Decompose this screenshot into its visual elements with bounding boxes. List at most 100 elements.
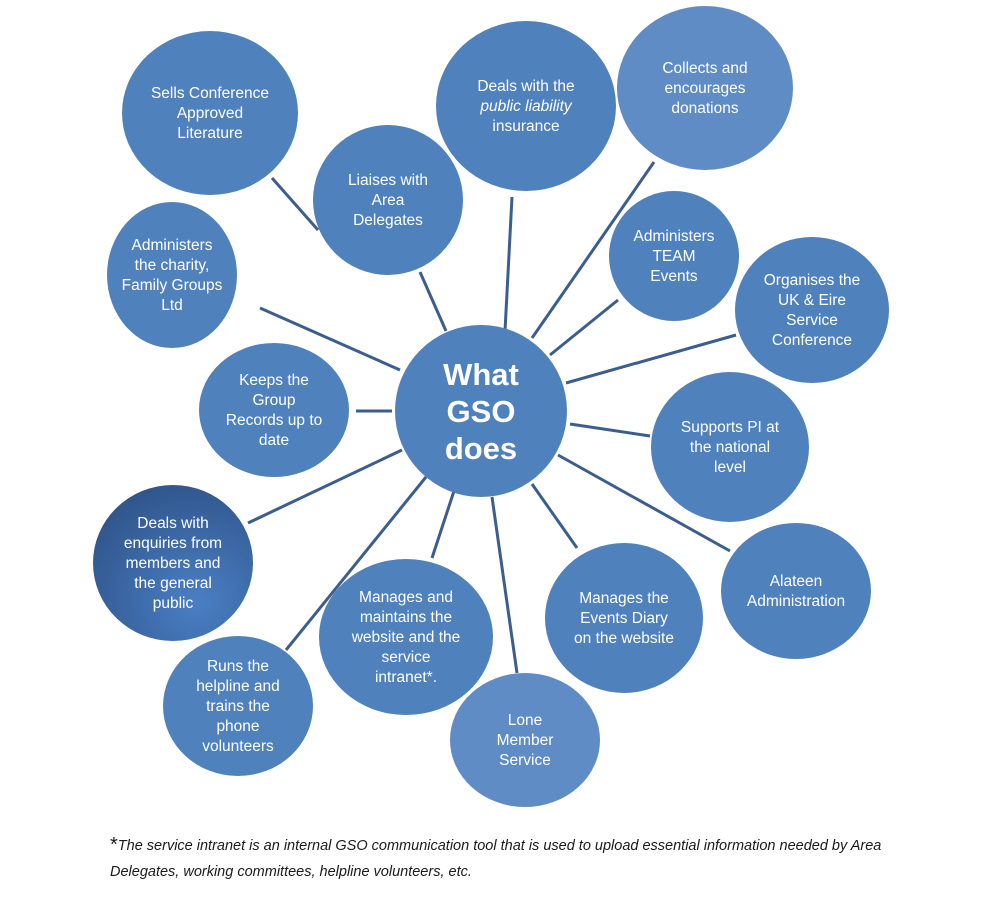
- node-label-line: TEAM: [652, 248, 695, 265]
- node-label-line: Delegates: [353, 212, 423, 229]
- connector-lines: [247, 161, 737, 674]
- node-label-line: Administration: [747, 593, 845, 610]
- node-label-line: Family Groups: [122, 277, 223, 294]
- node-label-line: UK & Eire: [778, 292, 846, 309]
- connector-helpline: [284, 476, 428, 651]
- node-label-line: Supports PI at: [681, 419, 780, 436]
- node-helpline: Runs the helpline and trains the phone volun…: [163, 636, 313, 776]
- node-circle-service-conference: [735, 237, 889, 383]
- connector-public-liability: [503, 196, 514, 332]
- connector-events-diary: [530, 483, 579, 549]
- node-label-line: intranet*.: [375, 669, 437, 686]
- node-label-line: Events Diary: [580, 610, 668, 627]
- node-label-line: Lone: [508, 712, 542, 729]
- node-label-line: donations: [671, 100, 738, 117]
- node-label-line: public: [153, 595, 194, 612]
- node-label-line: service: [381, 649, 430, 666]
- node-label-line: Approved: [177, 105, 243, 122]
- node-label-line: on the website: [574, 630, 674, 647]
- node-label-line: date: [259, 432, 289, 449]
- center-circle: [395, 325, 567, 497]
- node-circle-group-records: [199, 343, 349, 477]
- node-circle-events-diary: [545, 543, 703, 693]
- center-label-line: What: [443, 357, 519, 392]
- center-label-line: GSO: [447, 394, 516, 429]
- node-label-line: insurance: [492, 118, 559, 135]
- node-label-line: Organises the: [764, 272, 861, 289]
- node-label-line: Manages and: [359, 589, 453, 606]
- footnote-text: The service intranet is an internal GSO …: [110, 838, 882, 880]
- node-label-line: Liaises with: [348, 172, 428, 189]
- node-label-line: Literature: [177, 125, 242, 142]
- node-label-line: trains the: [206, 698, 270, 715]
- footnote-star: *: [110, 834, 118, 856]
- connector-service-conference: [565, 333, 737, 385]
- node-label-line: phone: [216, 718, 259, 735]
- node-label-line: public liability: [479, 98, 573, 115]
- node-label-line: Ltd: [161, 297, 183, 314]
- connector-collects-donations: [530, 161, 656, 339]
- node-label-line: Manages the: [579, 590, 669, 607]
- node-public-liability: Deals with the public liability insurance: [436, 21, 616, 191]
- node-label-line: Group: [252, 392, 295, 409]
- node-label-line: Alateen: [770, 573, 823, 590]
- center-label-line: does: [445, 431, 517, 466]
- node-label-line: Member: [497, 732, 554, 749]
- node-circle-public-liability: [436, 21, 616, 191]
- node-label-line: Administers: [132, 237, 213, 254]
- node-label-line: Sells Conference: [151, 85, 269, 102]
- node-label-line: website and the: [351, 629, 461, 646]
- node-label-line: maintains the: [360, 609, 452, 626]
- node-label-line: Service: [786, 312, 838, 329]
- node-label-line: the general: [134, 575, 212, 592]
- node-label-helpline: Runs the helpline and trains the phone volun…: [196, 658, 280, 755]
- node-circle-website-intranet: [319, 559, 493, 715]
- node-label-line: Service: [499, 752, 551, 769]
- node-circle-liaises-delegates: [313, 125, 463, 275]
- connector-liaises-delegates: [418, 271, 448, 332]
- node-circle-sells-literature: [122, 31, 298, 195]
- node-label-line: the charity,: [135, 257, 210, 274]
- connector-website-intranet: [430, 490, 456, 559]
- node-label-line: helpline and: [196, 678, 280, 695]
- node-circle-lone-member: [450, 673, 600, 807]
- connector-enquiries: [247, 448, 403, 525]
- node-label-line: Records up to: [226, 412, 323, 429]
- node-label-line: Conference: [772, 332, 852, 349]
- node-circle-helpline: [163, 636, 313, 776]
- node-label-line: Collects and: [662, 60, 747, 77]
- connector-alateen: [557, 453, 731, 553]
- node-label-line: Deals with the: [477, 78, 574, 95]
- node-label-line: Runs the: [207, 658, 269, 675]
- node-label-line: Area: [372, 192, 405, 209]
- node-circle-alateen: [721, 523, 871, 659]
- connector-supports-pi: [569, 422, 651, 438]
- node-label-line: members and: [126, 555, 221, 572]
- node-circle-team-events: [609, 191, 739, 321]
- node-label-line: volunteers: [202, 738, 274, 755]
